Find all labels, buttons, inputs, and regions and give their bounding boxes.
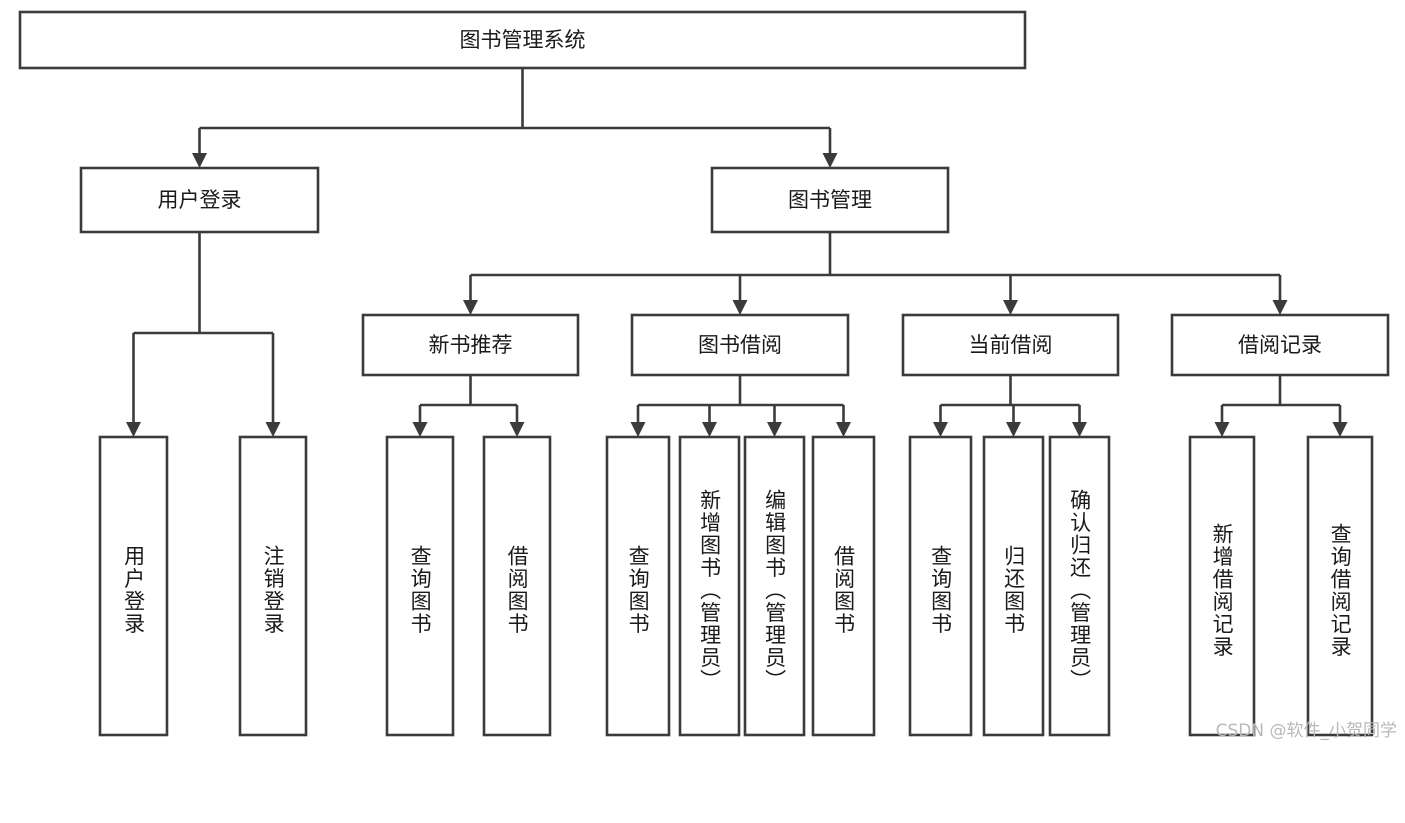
node-level3-3[interactable]: 借阅记录: [1170, 313, 1390, 377]
node-label: 借阅记录: [1238, 333, 1322, 357]
node-rect: [678, 435, 741, 737]
arrow-head: [732, 300, 748, 315]
node-level2-1[interactable]: 图书管理: [710, 166, 950, 234]
node-label: 图书借阅: [698, 333, 782, 357]
node-rect: [908, 435, 973, 737]
arrow-head: [836, 422, 851, 437]
node-rect: [710, 166, 950, 234]
node-leaf-11[interactable]: [1188, 435, 1256, 737]
node-level2-0[interactable]: 用户登录: [79, 166, 320, 234]
node-rect: [361, 313, 580, 377]
node-leaf-12[interactable]: [1306, 435, 1374, 737]
node-rect: [98, 435, 169, 737]
node-label: 当前借阅: [969, 333, 1053, 357]
node-rect: [238, 435, 308, 737]
arrow-head: [463, 300, 478, 315]
connector-layer: [126, 68, 1348, 437]
node-rect: [1306, 435, 1374, 737]
node-rect: [1048, 435, 1111, 737]
node-leaf-8[interactable]: [908, 435, 973, 737]
node-rect: [982, 435, 1045, 737]
arrow-head: [126, 422, 141, 437]
arrow-head: [1006, 422, 1021, 437]
node-label: 图书管理: [788, 188, 872, 212]
watermark-text: CSDN @软件_小贺同学: [1215, 721, 1397, 741]
arrow-head: [509, 422, 525, 437]
node-leaf-5[interactable]: [678, 435, 741, 737]
node-level3-1[interactable]: 图书借阅: [630, 313, 850, 377]
node-leaf-3[interactable]: [482, 435, 552, 737]
node-label: 新书推荐: [429, 333, 513, 357]
arrow-head: [1214, 422, 1230, 437]
node-rect: [811, 435, 876, 737]
arrow-head: [933, 422, 948, 437]
node-rect: [482, 435, 552, 737]
node-leaf-7[interactable]: [811, 435, 876, 737]
node-rect: [743, 435, 806, 737]
arrow-head: [412, 422, 428, 437]
node-rect: [630, 313, 850, 377]
node-rect: [385, 435, 455, 737]
arrow-head: [630, 422, 646, 437]
node-rect: [1188, 435, 1256, 737]
arrow-head: [1003, 300, 1018, 315]
node-leaf-0[interactable]: [98, 435, 169, 737]
node-rect: [18, 10, 1027, 70]
arrow-head: [1332, 422, 1348, 437]
node-leaf-9[interactable]: [982, 435, 1045, 737]
node-root[interactable]: 图书管理系统: [18, 10, 1027, 70]
node-level3-2[interactable]: 当前借阅: [901, 313, 1120, 377]
arrow-head: [1072, 422, 1087, 437]
node-leaf-2[interactable]: [385, 435, 455, 737]
node-rect: [1170, 313, 1390, 377]
node-level3-0[interactable]: 新书推荐: [361, 313, 580, 377]
node-label: 用户登录: [158, 188, 242, 212]
node-leaf-4[interactable]: [605, 435, 671, 737]
node-leaf-1[interactable]: [238, 435, 308, 737]
arrow-head: [767, 422, 782, 437]
arrow-head: [702, 422, 717, 437]
arrow-head: [822, 153, 838, 168]
diagram-canvas: 图书管理系统用户登录图书管理新书推荐图书借阅当前借阅借阅记录 用户登录注销登录查…: [18, 10, 1397, 741]
arrow-head: [192, 153, 207, 168]
node-rect: [605, 435, 671, 737]
node-label: 图书管理系统: [460, 28, 586, 52]
arrow-head: [265, 422, 281, 437]
node-leaf-10[interactable]: [1048, 435, 1111, 737]
arrow-head: [1272, 300, 1288, 315]
node-leaf-6[interactable]: [743, 435, 806, 737]
node-rect: [901, 313, 1120, 377]
node-rect: [79, 166, 320, 234]
